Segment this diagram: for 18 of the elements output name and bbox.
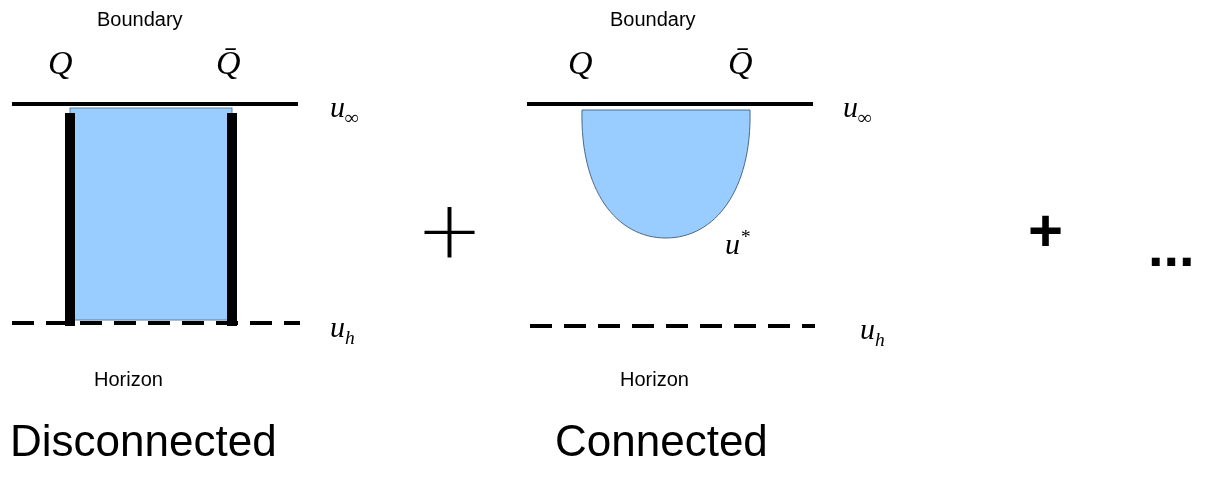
coordinate-label: u$_{∞}$ <box>330 90 359 129</box>
coordinate-label: u$_{∞}$ <box>843 90 872 129</box>
plus-sign: + <box>416 184 484 277</box>
caption-text: Disconnected <box>10 416 277 466</box>
coordinate-label: u$^{*}$ <box>725 226 750 261</box>
region-label: Horizon <box>620 368 689 391</box>
quark-symbol: Q̄ <box>728 44 753 82</box>
region-label: Horizon <box>94 368 163 391</box>
region-label: Boundary <box>610 8 696 31</box>
coordinate-label: u$_{h}$ <box>860 312 885 351</box>
region-label: Boundary <box>97 8 183 31</box>
quark-symbol: Q <box>568 44 593 82</box>
quark-symbol: Q <box>48 44 73 82</box>
ellipsis: ... <box>1148 214 1195 279</box>
quark-symbol: Q̄ <box>216 44 241 82</box>
coordinate-label: u$_{h}$ <box>330 310 355 349</box>
plus-sign: + <box>1028 196 1064 265</box>
caption-text: Connected <box>555 416 768 466</box>
